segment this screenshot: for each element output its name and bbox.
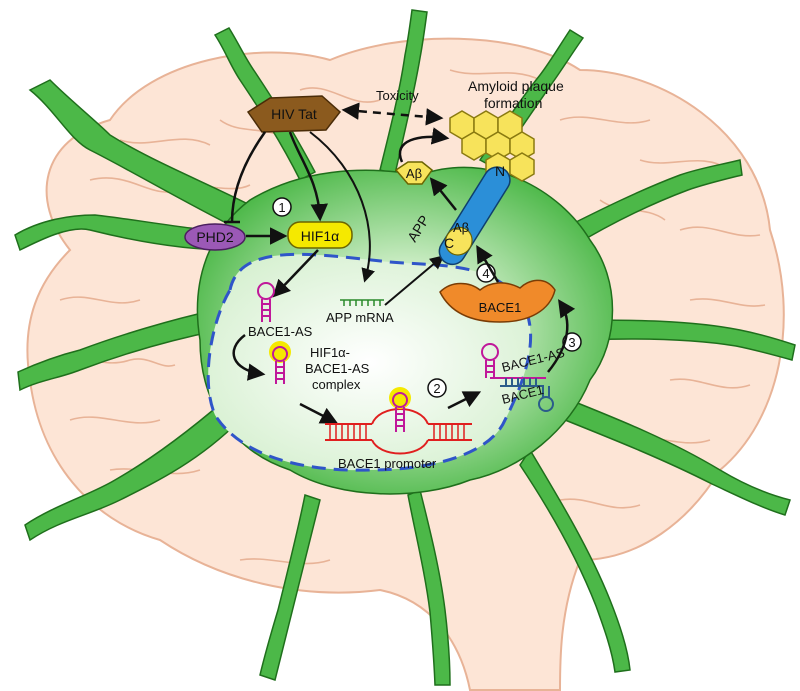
amyloid-label-line1: Amyloid plaque <box>468 78 564 94</box>
bace1-protein: BACE1 <box>439 279 556 323</box>
bace1-duplex <box>481 343 554 412</box>
step-3-label: 3 <box>568 335 575 350</box>
complex-label-line2: BACE1-AS <box>305 361 370 376</box>
complex-label-line3: complex <box>312 377 361 392</box>
free-abeta: Aβ <box>394 161 434 185</box>
nucleus <box>206 252 533 472</box>
plaque-hexagon <box>509 152 535 182</box>
tat-inhibits-phd2 <box>224 131 267 224</box>
duplex-to-bace1-arrow <box>547 299 576 373</box>
hif1a-to-bace1-as-arrow <box>272 249 319 298</box>
step-1-marker: 1 <box>272 197 292 217</box>
promoter-to-duplex-arrow <box>447 391 482 410</box>
tat-to-hif1a-arrow <box>288 131 328 222</box>
bace1-protein-label: BACE1 <box>479 300 522 315</box>
free-abeta-label: Aβ <box>406 166 422 181</box>
hiv-tat-protein: HIV Tat <box>246 95 342 133</box>
app-mrna-label: APP mRNA <box>326 310 394 325</box>
step-4-label: 4 <box>482 266 489 281</box>
phd2-label: PHD2 <box>196 229 234 245</box>
app-c-terminus: C <box>444 235 454 251</box>
app-to-abeta-arrow <box>429 177 457 211</box>
hiv-tat-label: HIV Tat <box>271 106 317 122</box>
complex-to-promoter-arrow <box>299 402 339 424</box>
plaque-hexagon <box>509 131 535 161</box>
step-3-marker: 3 <box>562 332 582 352</box>
app-abeta-label: Aβ <box>453 220 469 235</box>
step-2-marker: 2 <box>427 378 447 398</box>
bace1-as-hairpin <box>257 282 275 322</box>
abeta-to-plaque-arrow <box>398 127 450 163</box>
toxicity-arrow <box>341 102 444 126</box>
phd2-protein: PHD2 <box>184 223 246 251</box>
step-2-label: 2 <box>433 381 440 396</box>
app-protein <box>438 166 511 266</box>
plaque-hexagon <box>461 131 487 161</box>
bace1-as-to-complex-arrow <box>232 334 266 381</box>
bace1-as-label: BACE1-AS <box>248 324 313 339</box>
app-mrna-to-app-arrow <box>384 255 445 306</box>
complex-label-line1: HIF1α- <box>310 345 350 360</box>
tat-to-app-mrna-arrow <box>309 131 375 283</box>
bace1-promoter-dna <box>325 408 472 455</box>
hif1a-protein: HIF1α <box>287 221 353 249</box>
hif1a-label: HIF1α <box>301 228 339 244</box>
app-n-terminus: N <box>495 163 505 179</box>
complex-hairpin <box>269 341 291 384</box>
promoter-label: BACE1 promoter <box>338 456 437 471</box>
app-mrna <box>340 299 384 306</box>
promoter-bound-complex <box>389 387 411 432</box>
amyloid-label-line2: formation <box>484 95 542 111</box>
bace1-to-app-arrow <box>476 244 500 283</box>
step-1-label: 1 <box>278 200 285 215</box>
toxicity-label: Toxicity <box>376 88 419 103</box>
